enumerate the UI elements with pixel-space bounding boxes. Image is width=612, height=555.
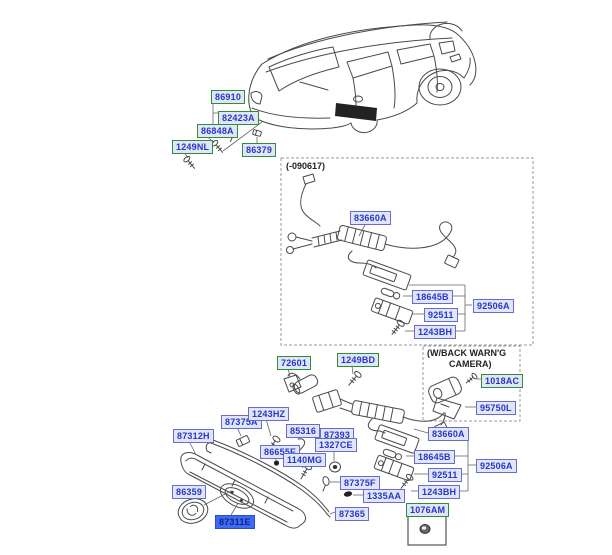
part-label-85316[interactable]: 85316 [286, 424, 321, 438]
part-label-86848A[interactable]: 86848A [197, 124, 238, 138]
part-label-1243HZ[interactable]: 1243HZ [248, 407, 290, 421]
camera-variant-note-line1: (W/BACK WARN'G [427, 348, 507, 358]
part-label-87375F[interactable]: 87375F [340, 476, 380, 490]
emblem-drawing [177, 498, 209, 524]
screw-1249BD-icon [348, 370, 362, 386]
license-lamp-drawing-early [362, 259, 414, 335]
part-label-92511-late[interactable]: 92511 [428, 468, 462, 482]
part-label-95750L[interactable]: 95750L [476, 401, 516, 415]
garnish-leader-lines [186, 418, 363, 516]
camera-drawing [428, 372, 478, 420]
part-label-87365[interactable]: 87365 [335, 507, 370, 521]
part-label-1018AC[interactable]: 1018AC [481, 374, 524, 388]
leader-lines-early-set [358, 222, 472, 332]
part-label-83660A-late[interactable]: 83660A [428, 427, 469, 441]
part-label-1243BH-early[interactable]: 1243BH [414, 325, 457, 339]
clip-86379-icon [252, 129, 262, 137]
screw-86848A-icon [183, 155, 195, 169]
vehicle-drawing [248, 21, 477, 134]
part-label-18645B-early[interactable]: 18645B [412, 290, 453, 304]
part-label-1249BD[interactable]: 1249BD [337, 353, 380, 367]
part-label-87312H[interactable]: 87312H [173, 429, 214, 443]
part-label-1140MG[interactable]: 1140MG [283, 453, 327, 467]
part-label-1335AA[interactable]: 1335AA [363, 489, 406, 503]
garnish-molding-drawing [180, 452, 307, 529]
part-label-18645B-late[interactable]: 18645B [414, 450, 455, 464]
camera-variant-note-line2: CAMERA) [449, 359, 492, 369]
grommet-box-drawing [407, 513, 447, 546]
part-label-92511-early[interactable]: 92511 [424, 308, 458, 322]
part-label-83660A-early[interactable]: 83660A [350, 211, 391, 225]
harness-drawing-late [287, 372, 448, 435]
part-label-1243BH-late[interactable]: 1243BH [418, 485, 461, 499]
variant-box-early [280, 157, 534, 346]
part-label-92506A-early[interactable]: 92506A [473, 299, 514, 313]
part-label-1076AM[interactable]: 1076AM [406, 503, 450, 517]
variant-box-camera [422, 345, 521, 422]
part-label-72601[interactable]: 72601 [277, 356, 312, 370]
tailgate-handle-drawing [283, 374, 302, 393]
part-label-87311E-selected[interactable]: 87311E [215, 515, 255, 529]
part-label-86379[interactable]: 86379 [242, 143, 277, 157]
license-lamp-drawing-late [373, 424, 420, 489]
part-label-86910[interactable]: 86910 [211, 90, 246, 104]
camera-leader-lines [465, 378, 481, 408]
part-label-82423A[interactable]: 82423A [218, 111, 259, 125]
part-label-1327CE[interactable]: 1327CE [315, 438, 357, 452]
part-label-92506A-late[interactable]: 92506A [476, 459, 517, 473]
production-date-note: (-090617) [286, 161, 326, 171]
part-label-86359[interactable]: 86359 [172, 485, 207, 499]
part-label-1249NL[interactable]: 1249NL [172, 140, 214, 154]
